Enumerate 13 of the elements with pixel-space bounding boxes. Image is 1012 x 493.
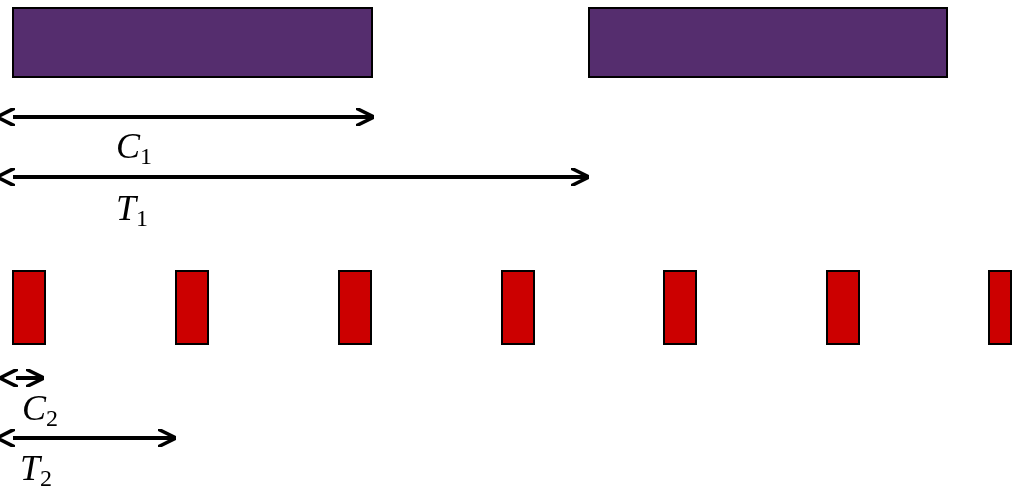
bar-block [988,270,1012,345]
dimension-label: T$_{2}$ [20,450,53,490]
bar-block [175,270,209,345]
bar-block [12,270,46,345]
bar-block [12,7,373,78]
bar-block [588,7,948,78]
bar-block [826,270,860,345]
dimension-label: C$_{2}$ [22,390,58,430]
bar-block [663,270,697,345]
bar-block [338,270,372,345]
dimension-label: T$_{1}$ [116,190,149,230]
bar-block [501,270,535,345]
dimension-label: C$_{1}$ [116,128,152,168]
